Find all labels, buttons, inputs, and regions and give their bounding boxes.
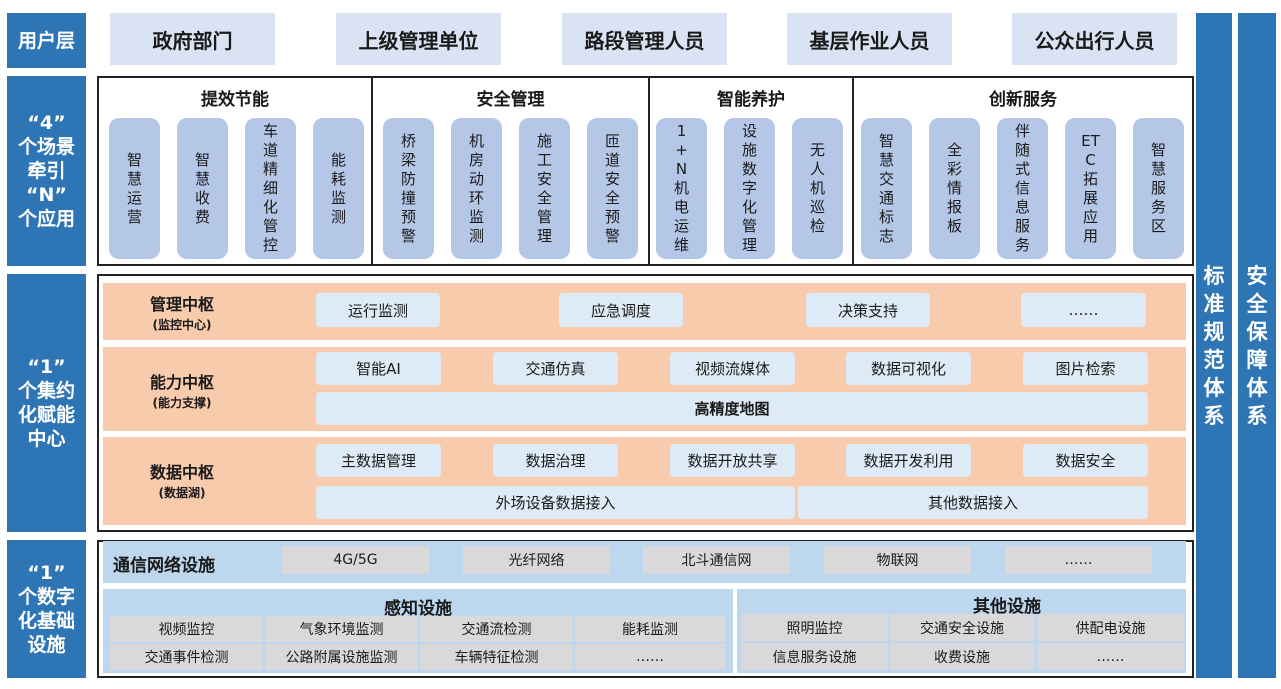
scenario-title-maintenance: 智能养护 (717, 90, 785, 110)
app-pill: 机 房 动 环 监 测 (451, 118, 502, 259)
user-government: 政府部门 (110, 13, 275, 65)
network-item: 物联网 (824, 546, 971, 574)
scenario-title-innovation: 创新服务 (989, 90, 1057, 110)
hub-item: 交通仿真 (493, 352, 618, 385)
management-hub-name: 管理中枢 (149, 295, 214, 314)
capability-hub-subtitle: (能力支撑) (152, 396, 212, 410)
other-facilities-title: 其他设施 (973, 597, 1041, 617)
base-layer-label: “1” 个数字 化基础 设施 (7, 540, 86, 678)
hd-map-bar: 高精度地图 (316, 392, 1148, 425)
app-pill: 伴 随 式 信 息 服 务 (997, 118, 1048, 259)
hub-item: 数据治理 (493, 444, 618, 477)
other-data-access-bar: 其他数据接入 (798, 486, 1148, 519)
hub-item: 数据安全 (1023, 444, 1148, 477)
scenario-divider (371, 76, 373, 266)
sensing-item: 交通事件检测 (110, 644, 263, 670)
sensing-item: …… (575, 644, 725, 670)
hub-item: 主数据管理 (316, 444, 441, 477)
app-pill: 桥 梁 防 撞 预 警 (383, 118, 434, 259)
data-hub-name: 数据中枢 (149, 463, 214, 482)
sensing-item: 能耗监测 (575, 616, 725, 642)
management-hub-subtitle: (监控中心) (152, 318, 212, 332)
hub-layer-label: “1” 个集约 化赋能 中心 (7, 274, 86, 532)
hub-item: …… (1021, 293, 1146, 327)
app-pill: 匝 道 安 全 预 警 (587, 118, 638, 259)
network-item: 北斗通信网 (643, 546, 790, 574)
user-public-traveler: 公众出行人员 (1012, 13, 1177, 65)
other-facility-item: 照明监控 (741, 614, 888, 641)
field-device-access-bar: 外场设备数据接入 (316, 486, 795, 519)
sensing-item: 公路附属设施监测 (265, 644, 418, 670)
user-superior-unit: 上级管理单位 (336, 13, 501, 65)
hub-item: 数据开发利用 (846, 444, 971, 477)
capability-hub-title: 能力中枢 (能力支撑) (103, 373, 261, 413)
app-pill: 车 道 精 细 化 管 控 (245, 118, 296, 259)
sensing-item: 视频监控 (110, 616, 263, 642)
app-pill: 智 慧 收 费 (177, 118, 228, 259)
data-hub-title: 数据中枢 (数据湖) (103, 463, 261, 503)
network-item: 光纤网络 (463, 546, 610, 574)
sensing-item: 车辆特征检测 (420, 644, 573, 670)
app-pill: 能 耗 监 测 (313, 118, 364, 259)
network-item: …… (1005, 546, 1152, 574)
user-layer-label: 用户层 (7, 13, 86, 68)
scenario-title-safety: 安全管理 (476, 90, 545, 110)
app-pill: 全 彩 情 报 板 (929, 118, 980, 259)
sensing-item: 交通流检测 (420, 616, 573, 642)
hub-item: 数据开放共享 (670, 444, 795, 477)
other-facility-item: 交通安全设施 (890, 614, 1034, 641)
app-pill: 1 + N 机 电 运 维 (656, 118, 707, 259)
app-pill: 智 慧 交 通 标 志 (861, 118, 912, 259)
standards-system-column: 标 准 规 范 体 系 (1196, 13, 1232, 678)
hub-item: 智能AI (316, 352, 441, 385)
hub-item: 视频流媒体 (670, 352, 795, 385)
app-pill: 智 慧 运 营 (109, 118, 160, 259)
management-hub-title: 管理中枢 (监控中心) (103, 295, 261, 335)
scenario-divider (852, 76, 854, 266)
capability-hub-name: 能力中枢 (149, 373, 214, 392)
app-pill: 智 慧 服 务 区 (1133, 118, 1184, 259)
user-road-manager: 路段管理人员 (562, 13, 727, 65)
security-system-column: 安 全 保 障 体 系 (1238, 13, 1276, 678)
data-hub-subtitle: (数据湖) (158, 486, 206, 500)
network-item: 4G/5G (282, 546, 429, 574)
app-pill: ET C 拓 展 应 用 (1065, 118, 1116, 259)
other-facility-item: 供配电设施 (1037, 614, 1184, 641)
hub-item: 运行监测 (316, 293, 440, 327)
user-field-worker: 基层作业人员 (787, 13, 952, 65)
other-facility-item: 信息服务设施 (741, 643, 888, 670)
hub-item: 数据可视化 (846, 352, 971, 385)
app-pill: 无 人 机 巡 检 (792, 118, 843, 259)
sensing-item: 气象环境监测 (265, 616, 418, 642)
hub-item: 图片检索 (1023, 352, 1148, 385)
hub-item: 应急调度 (559, 293, 683, 327)
network-title: 通信网络设施 (113, 556, 215, 576)
other-facility-item: 收费设施 (890, 643, 1034, 670)
scenario-divider (648, 76, 650, 266)
hub-item: 决策支持 (806, 293, 930, 327)
other-facility-item: …… (1037, 643, 1184, 670)
sensing-title: 感知设施 (384, 599, 452, 619)
app-pill: 设 施 数 字 化 管 理 (724, 118, 775, 259)
app-pill: 施 工 安 全 管 理 (519, 118, 570, 259)
scenario-title-efficiency: 提效节能 (201, 90, 269, 110)
scenario-layer-label: “4” 个场景 牵引 “N” 个应用 (7, 76, 86, 266)
